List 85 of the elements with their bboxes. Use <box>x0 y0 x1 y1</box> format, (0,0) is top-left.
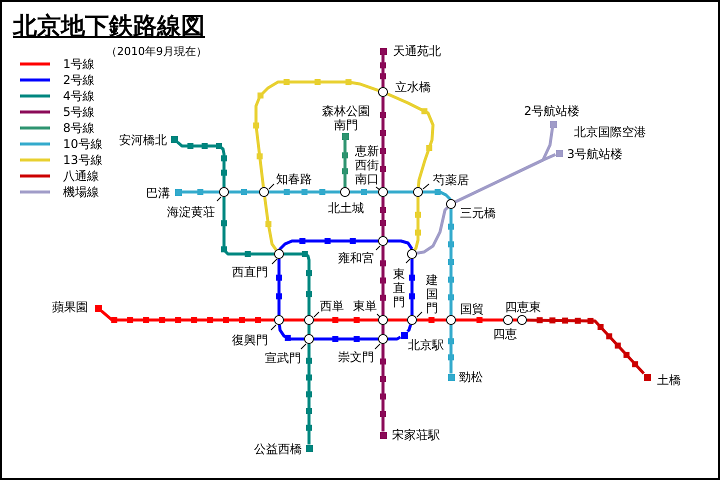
station-name: 3号航站楼 <box>567 147 623 161</box>
legend-label: 5号線 <box>63 105 95 119</box>
rail-line <box>414 197 421 251</box>
rail-line <box>278 324 304 341</box>
station-name: 公益西橋 <box>254 442 302 456</box>
station-name: 2号航站楼 <box>524 104 580 118</box>
rail-line <box>448 209 454 315</box>
date-note: （2010年9月現在） <box>106 45 207 59</box>
legend-label: 2号線 <box>63 73 95 87</box>
rail-line <box>278 238 378 250</box>
legend-label: 4号線 <box>63 89 95 103</box>
rail-line <box>276 259 282 315</box>
rail-line <box>406 324 412 333</box>
station-name: 森林公園南門 <box>321 104 371 132</box>
station-name: 巴溝 <box>146 186 170 200</box>
rail-line <box>263 196 278 251</box>
station-name: 四恵 <box>493 327 517 341</box>
station-name: 国貿 <box>460 302 484 316</box>
rail-line <box>388 318 407 322</box>
station-name: 恵新西街南口 <box>354 144 379 186</box>
rail-line <box>448 325 454 374</box>
rail-line <box>387 92 434 188</box>
rail-line <box>388 240 414 250</box>
rail-line <box>423 189 452 200</box>
rail-line <box>526 317 645 375</box>
rail-line <box>380 344 386 432</box>
legend-label: 機場線 <box>63 185 99 199</box>
station-name: 北京駅 <box>408 338 444 352</box>
rail-line <box>253 79 379 188</box>
map-title: 北京地下鉄路線図 <box>13 12 205 40</box>
station-name: 三元橋 <box>460 206 496 220</box>
station-name: 立水橋 <box>395 80 431 94</box>
rail-line <box>182 189 219 195</box>
rail-line <box>388 190 413 194</box>
rail-line <box>284 318 304 322</box>
station-name: 芍薬居 <box>433 173 469 187</box>
legend-label: 8号線 <box>63 121 95 135</box>
legend-label: 八通線 <box>63 169 99 183</box>
rail-line <box>416 206 449 255</box>
rail-line <box>221 197 274 257</box>
station-name: 宋家荘駅 <box>392 428 440 442</box>
station-name: 海淀黄荘 <box>167 205 215 219</box>
rail-line <box>342 140 348 187</box>
station-name: 知春路 <box>276 172 312 186</box>
station-name: 東直門 <box>392 267 406 309</box>
station-name: 雍和宮 <box>338 251 374 265</box>
rail-line <box>380 97 386 187</box>
station-name: 西単 <box>320 299 344 313</box>
legend-label: 10号線 <box>63 137 102 151</box>
station-name: 蘋果園 <box>52 300 88 314</box>
station-name: 建国門 <box>425 273 439 315</box>
station-name: 宣武門 <box>265 351 301 365</box>
station-name: 安河橋北 <box>119 133 167 147</box>
rail-line <box>513 318 517 322</box>
rail-line <box>306 344 312 444</box>
rail-line <box>269 189 340 195</box>
station-name: 北土城 <box>328 201 364 215</box>
rail-line <box>308 325 310 334</box>
rail-line <box>176 140 227 187</box>
rail-line <box>382 325 384 334</box>
legend-label: 1号線 <box>63 57 95 71</box>
station-name: 崇文門 <box>338 350 374 364</box>
rail-line <box>417 317 446 323</box>
rail-line <box>314 336 378 342</box>
rail-line <box>284 251 312 315</box>
rail-line <box>229 189 259 195</box>
rail-line <box>454 153 556 204</box>
rail-line <box>409 259 415 315</box>
station-name: 四恵東 <box>505 300 541 314</box>
rail-line <box>380 54 386 87</box>
station-name: 勁松 <box>459 370 483 384</box>
rail-line <box>100 310 274 323</box>
station-name: 土橋 <box>657 373 681 387</box>
rail-line <box>350 189 378 195</box>
legend-label: 13号線 <box>63 153 102 167</box>
station-name: 天通苑北 <box>393 44 441 58</box>
station-name: 復興門 <box>232 333 268 347</box>
rail-line <box>380 246 386 315</box>
rail-line <box>456 317 503 323</box>
rail-line <box>388 336 402 340</box>
station-name: 西直門 <box>232 265 268 279</box>
rail-line <box>380 197 386 236</box>
rail-line <box>314 317 378 323</box>
airport-name: 北京国際空港 <box>574 125 646 139</box>
station-name: 東単 <box>353 299 377 313</box>
